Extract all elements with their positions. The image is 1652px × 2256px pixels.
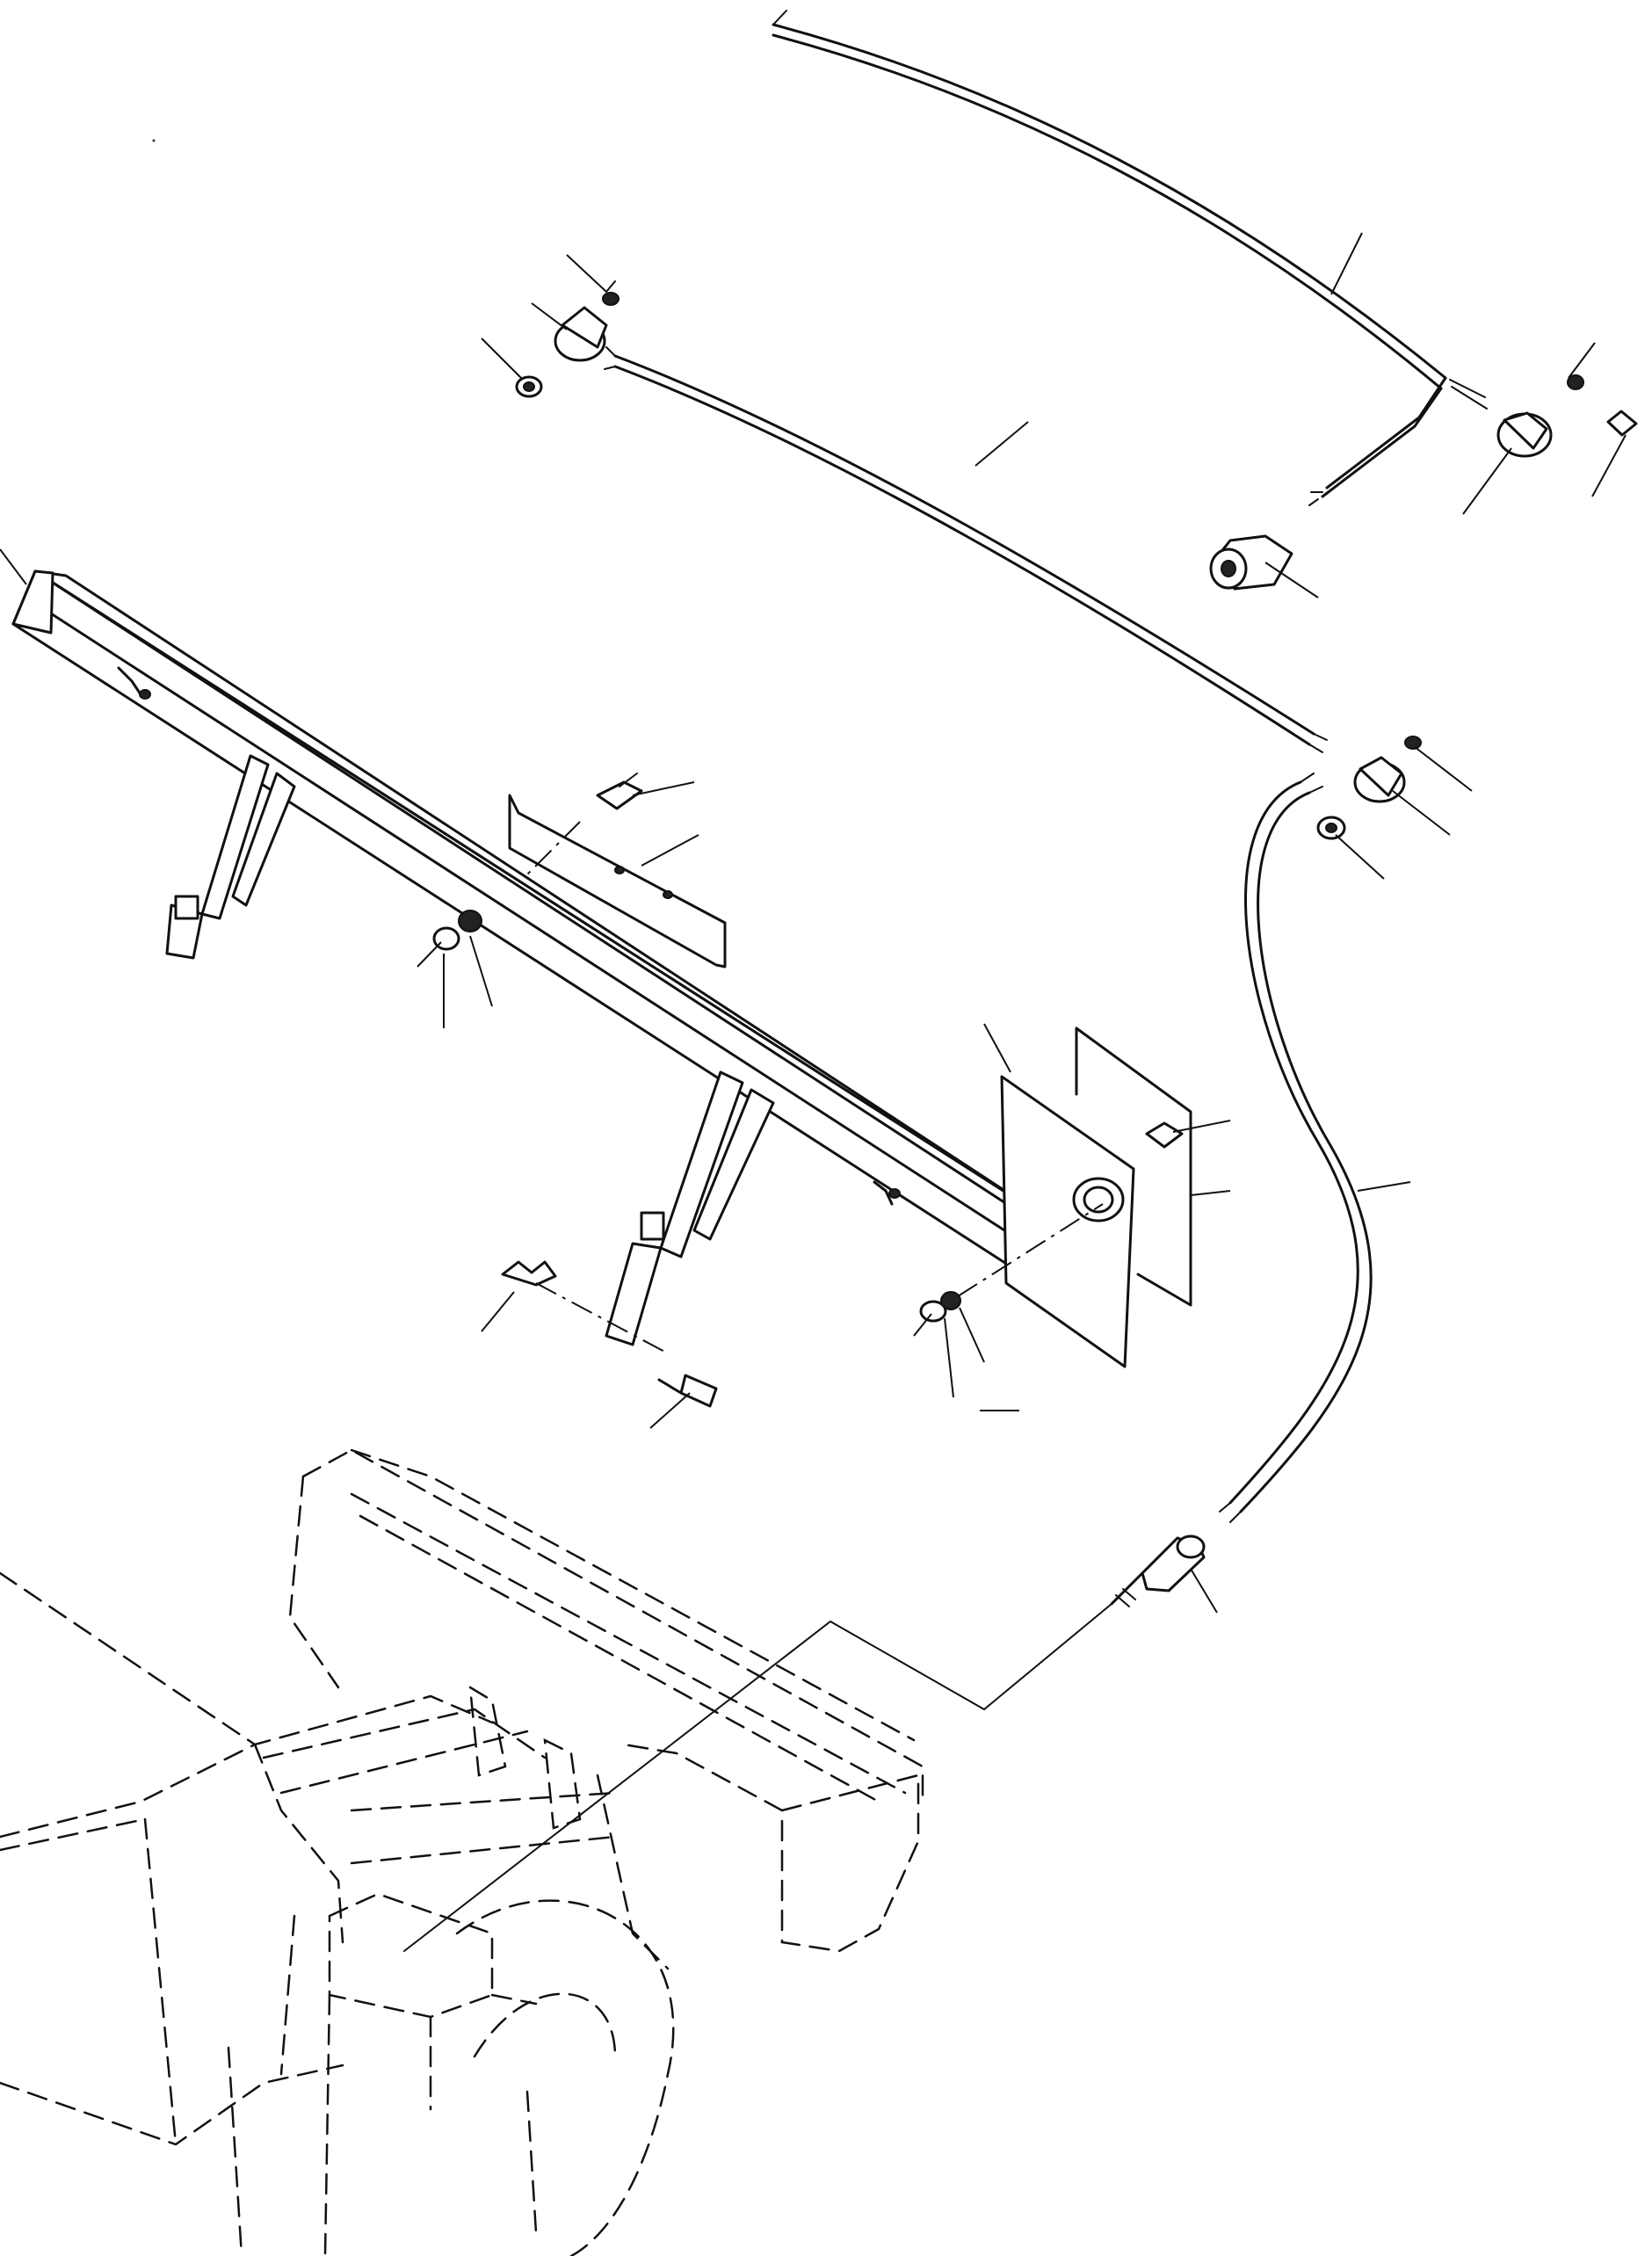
lower-right-lamp-socket <box>1316 736 1422 840</box>
cable-plug-connector <box>1110 1534 1206 1607</box>
routing-line <box>403 1603 1112 1952</box>
coiled-cable <box>1219 773 1373 1523</box>
license-plate-bracket <box>432 773 727 968</box>
reflector-plate <box>1000 1075 1135 1368</box>
leader-lines <box>0 232 1627 1614</box>
upper-wire-harness <box>772 10 1488 506</box>
bulb <box>1209 534 1293 591</box>
speck <box>152 139 156 142</box>
lower-wire-harness <box>604 346 1328 753</box>
small-nuts <box>919 1203 1104 1323</box>
wing-nut <box>501 1260 718 1408</box>
left-lamp-socket <box>515 280 620 398</box>
reflector-lens <box>1075 1026 1192 1307</box>
right-lamp-socket <box>1496 374 1638 458</box>
rear-light-bar <box>11 569 1074 1346</box>
tractor-outline <box>0 1448 924 2256</box>
